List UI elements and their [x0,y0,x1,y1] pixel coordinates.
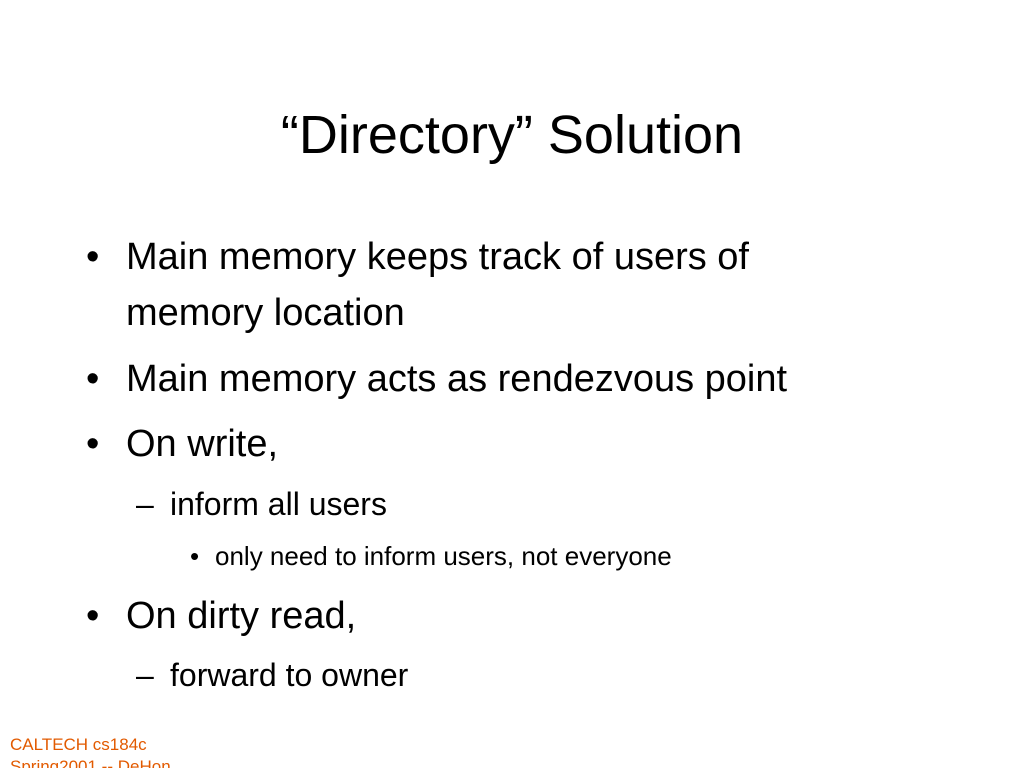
bullet-marker: • [86,358,100,400]
bullet-marker: • [86,236,100,278]
sub-bullet-text: inform all users [170,486,387,522]
sub-sub-bullet-text: only need to inform users, not everyone [215,541,672,571]
slide-footer: CALTECH cs184c Spring2001 -- DeHon [10,734,171,768]
bullet-text: On dirty read, [126,595,357,637]
footer-course: CALTECH cs184c [10,735,147,754]
bullet-text: Main memory keeps track of users of [126,236,749,278]
bullet-text-continued: memory location [126,292,405,334]
bullet-marker: • [86,423,100,465]
bullet-text: Main memory acts as rendezvous point [126,358,788,400]
bullet-marker: • [86,595,100,637]
sub-bullet-text: forward to owner [170,657,409,693]
sub-bullet-marker: – [136,486,154,522]
bullet-text: On write, [126,423,279,465]
sub-sub-bullet-marker: • [190,541,200,571]
footer-term-author: Spring2001 -- DeHon [10,757,171,768]
sub-bullet-marker: – [136,657,154,693]
slide-title: “Directory” Solution [280,105,744,165]
